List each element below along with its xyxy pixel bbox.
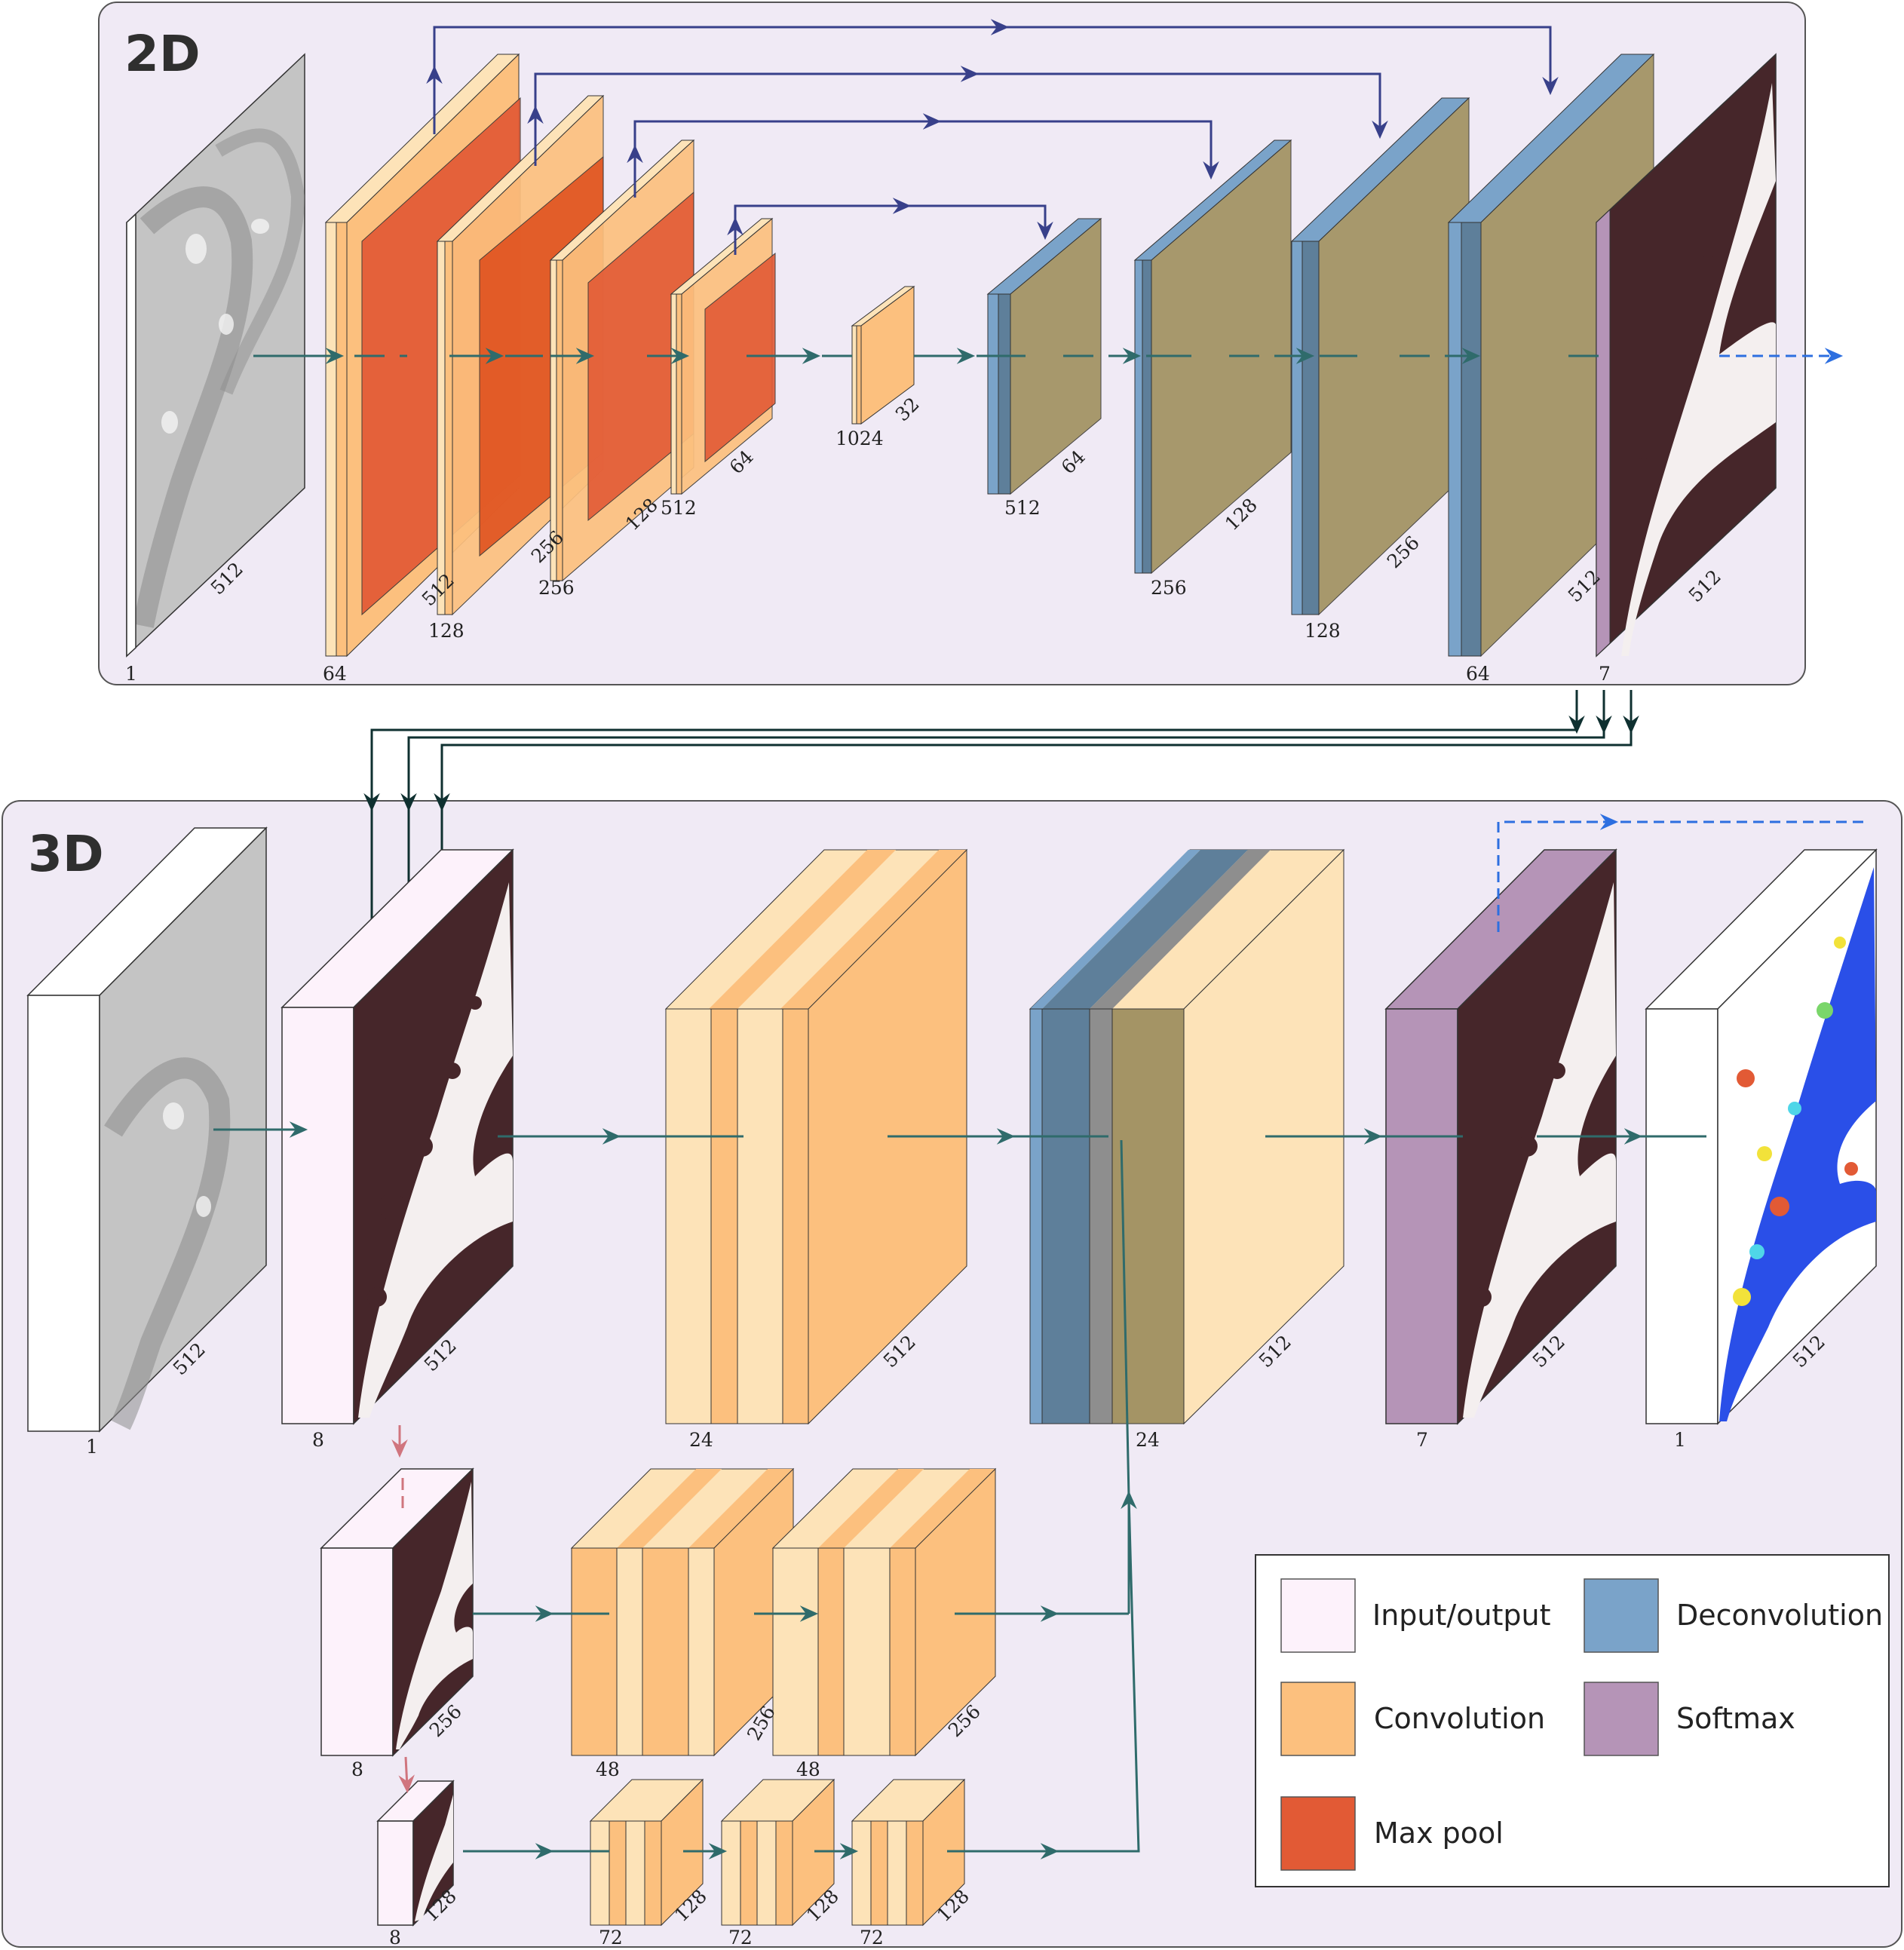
dec2-deconv-block <box>1133 139 1292 575</box>
legend-swatch-deconv <box>1584 1578 1659 1653</box>
dim-3d-conv-channels: 24 <box>689 1429 713 1451</box>
legend-swatch-input <box>1280 1578 1356 1653</box>
dim-2d-dec3-channels: 128 <box>1305 620 1341 642</box>
layers-3d <box>26 826 1878 1927</box>
dim-2d-enc2-channels: 128 <box>428 620 465 642</box>
bottleneck-conv-block <box>851 286 915 425</box>
output-2d-probability-map <box>1596 53 1777 658</box>
dim-3d-down1-conv1-channels: 48 <box>596 1758 620 1780</box>
dim-2d-dec2-channels: 256 <box>1151 577 1187 599</box>
dim-3d-down2-conv1-channels: 72 <box>599 1927 623 1948</box>
dim-2d-enc4-channels: 512 <box>661 497 697 519</box>
dim-2d-enc1-channels: 64 <box>323 663 347 685</box>
legend-label-conv: Convolution <box>1374 1702 1545 1735</box>
connectors-2d-to-3d <box>363 690 1639 923</box>
legend-label-deconv: Deconvolution <box>1676 1599 1883 1632</box>
flow-arrows-3d <box>213 1121 1706 1860</box>
dim-3d-down2-channels: 8 <box>389 1927 401 1948</box>
down1-conv2-volume <box>771 1467 997 1757</box>
legend-swatch-pool <box>1280 1796 1356 1871</box>
legend-swatch-softmax <box>1584 1682 1659 1756</box>
dim-3d-down2-conv3-channels: 72 <box>860 1927 884 1948</box>
enc3-conv-block <box>549 139 695 582</box>
dim-3d-deconv-channels: 24 <box>1136 1429 1160 1451</box>
legend-label-softmax: Softmax <box>1676 1702 1795 1735</box>
input-3d-volume <box>26 826 268 1433</box>
down2-3d-volume <box>376 1780 455 1927</box>
legend-swatch-conv <box>1280 1682 1356 1756</box>
dim-3d-softmax-channels: 7 <box>1416 1429 1428 1451</box>
dim-2d-input-channels: 1 <box>125 663 137 685</box>
pool-arrows-3d <box>391 1425 415 1794</box>
enc4-conv-block <box>670 217 776 495</box>
dashed-feed-3d <box>1497 814 1869 932</box>
output-3d-segmentation <box>1645 848 1878 1425</box>
down1-3d-volume <box>320 1467 474 1757</box>
dim-2d-enc3-channels: 256 <box>538 577 575 599</box>
stack-3d-volume <box>281 848 514 1425</box>
down2-conv1-volume <box>589 1778 704 1927</box>
legend-box <box>1255 1554 1890 1887</box>
panel-3d-title: 3D <box>28 825 104 883</box>
legend: Input/output Convolution Max pool Deconv… <box>1255 1554 1890 1887</box>
dec1-deconv-block <box>986 217 1102 495</box>
dim-2d-dec4-channels: 64 <box>1466 663 1490 685</box>
dim-3d-down1-channels: 8 <box>351 1758 363 1780</box>
dim-2d-out-channels: 7 <box>1599 663 1611 685</box>
dim-2d-bottleneck-channels: 1024 <box>835 428 884 449</box>
dim-3d-out-channels: 1 <box>1674 1429 1686 1451</box>
dim-3d-input-channels: 1 <box>86 1436 98 1458</box>
deconv-3d-volume <box>1029 848 1345 1425</box>
dim-2d-dec1-channels: 512 <box>1004 497 1041 519</box>
layers-2d <box>126 53 1777 658</box>
down2-conv3-volume <box>851 1778 966 1927</box>
panel-2d-title: 2D <box>124 25 201 83</box>
dim-3d-stack-channels: 8 <box>312 1429 324 1451</box>
dim-3d-down2-conv2-channels: 72 <box>728 1927 753 1948</box>
down2-conv2-volume <box>720 1778 835 1927</box>
input-2d <box>126 53 305 658</box>
dec3-deconv-block <box>1290 97 1470 616</box>
legend-label-input: Input/output <box>1372 1599 1551 1632</box>
skip-connections-2d <box>426 19 1559 255</box>
legend-label-pool: Max pool <box>1374 1817 1504 1850</box>
dim-3d-down1-conv2-channels: 48 <box>796 1758 820 1780</box>
